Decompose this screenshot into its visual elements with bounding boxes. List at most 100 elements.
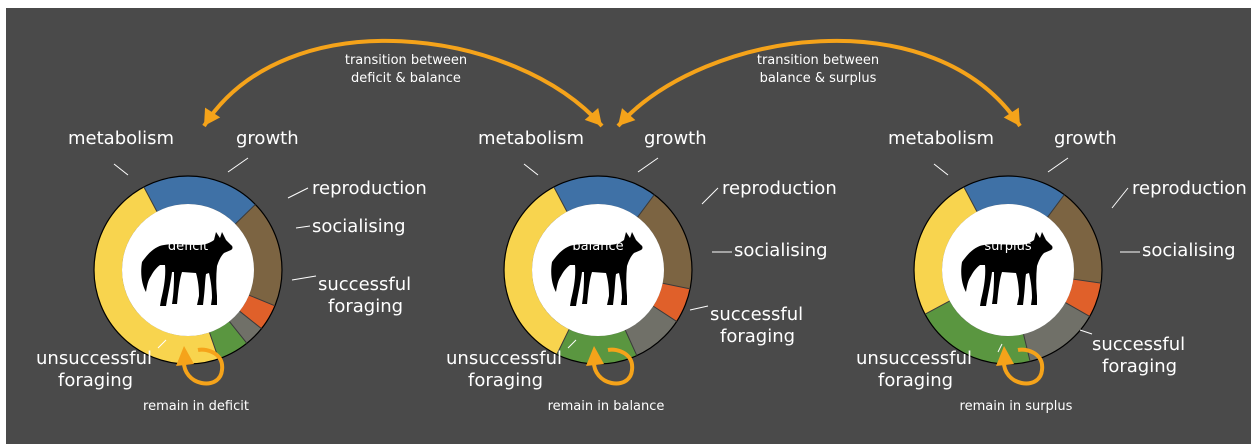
segment-divider bbox=[662, 282, 691, 290]
label-leader-line bbox=[113, 163, 129, 176]
label-leader-line bbox=[227, 157, 249, 173]
label-successful-foraging-1: successful bbox=[710, 304, 803, 325]
label-growth: growth bbox=[644, 128, 707, 149]
label-growth: growth bbox=[236, 128, 299, 149]
label-leader-line bbox=[689, 305, 709, 311]
arrowhead-icon bbox=[204, 107, 221, 126]
label-socialising: socialising bbox=[1142, 240, 1236, 261]
segment-divider bbox=[637, 194, 655, 218]
label-unsuccessful-foraging-1: unsuccessful bbox=[446, 348, 562, 369]
segment-divider bbox=[239, 310, 262, 330]
remain-loop-arrow bbox=[591, 347, 635, 386]
segment-divider bbox=[1073, 278, 1102, 284]
label-leader-line bbox=[523, 163, 539, 176]
state-label: surplus bbox=[984, 239, 1031, 254]
segment-reproduction bbox=[239, 294, 275, 329]
label-leader-line bbox=[295, 225, 311, 229]
label-leader-line bbox=[1047, 157, 1069, 173]
label-leader-line bbox=[701, 187, 719, 205]
segment-reproduction bbox=[652, 282, 691, 322]
segment-divider bbox=[963, 186, 978, 212]
segment-metabolism bbox=[143, 176, 256, 225]
segment-divider bbox=[924, 300, 950, 315]
transition-label-line1: transition between bbox=[345, 53, 467, 68]
transition-label-line2: deficit & balance bbox=[351, 71, 461, 86]
segment-divider bbox=[234, 204, 256, 225]
segment-socialising bbox=[229, 310, 262, 344]
segment-growth bbox=[637, 194, 692, 289]
arrowhead-icon bbox=[618, 108, 636, 126]
segment-unsuccessful-foraging bbox=[914, 187, 978, 315]
segment-growth bbox=[1047, 194, 1102, 284]
segment-divider bbox=[1023, 334, 1031, 362]
remain-label: remain in balance bbox=[548, 399, 665, 414]
label-successful-foraging-2: foraging bbox=[1102, 356, 1177, 377]
label-leader-line bbox=[291, 275, 317, 281]
state-label: deficit bbox=[168, 239, 208, 254]
segment-unsuccessful-foraging bbox=[504, 187, 570, 355]
segment-metabolism bbox=[553, 176, 655, 218]
label-unsuccessful-foraging-2: foraging bbox=[58, 370, 133, 391]
remain-loop-arrow bbox=[181, 347, 225, 386]
arrowhead-icon bbox=[586, 346, 604, 366]
label-metabolism: metabolism bbox=[478, 128, 584, 149]
segment-unsuccessful-foraging bbox=[94, 187, 219, 364]
segment-growth bbox=[234, 204, 282, 306]
segment-divider bbox=[624, 329, 638, 356]
segment-divider bbox=[1065, 302, 1090, 317]
label-leader-line bbox=[157, 339, 167, 349]
segment-socialising bbox=[1022, 302, 1090, 362]
label-leader-line bbox=[933, 163, 949, 176]
segment-successful-foraging bbox=[556, 329, 637, 364]
label-leader-line bbox=[997, 343, 1003, 353]
donut-balance: balance metabolism growth reproduction socia… bbox=[446, 128, 837, 414]
segment-reproduction bbox=[1065, 278, 1102, 317]
segment-divider bbox=[553, 186, 568, 212]
segment-divider bbox=[143, 186, 158, 212]
segment-successful-foraging bbox=[925, 300, 1031, 364]
arrowhead-icon bbox=[176, 346, 194, 366]
segment-divider bbox=[652, 305, 677, 322]
transition-arrow-2: transition between balance & surplus bbox=[616, 38, 1022, 128]
label-reproduction: reproduction bbox=[1132, 178, 1247, 199]
arrowhead-icon bbox=[1003, 107, 1020, 126]
remain-loop-arrow bbox=[1001, 347, 1045, 386]
remain-label: remain in surplus bbox=[960, 399, 1073, 414]
label-leader-line bbox=[287, 187, 309, 199]
segment-divider bbox=[228, 321, 248, 344]
label-successful-foraging-1: successful bbox=[1092, 334, 1185, 355]
state-label: balance bbox=[572, 239, 623, 254]
label-successful-foraging-2: foraging bbox=[720, 326, 795, 347]
transition-curve bbox=[202, 38, 604, 128]
label-leader-line bbox=[1111, 187, 1129, 209]
arrowhead-icon bbox=[584, 108, 602, 126]
label-unsuccessful-foraging-1: unsuccessful bbox=[856, 348, 972, 369]
label-growth: growth bbox=[1054, 128, 1117, 149]
label-leader-line bbox=[1079, 329, 1093, 335]
label-unsuccessful-foraging-1: unsuccessful bbox=[36, 348, 152, 369]
segment-divider bbox=[556, 329, 570, 355]
donut-surplus: surplus metabolism growth reproduction socia… bbox=[856, 128, 1247, 414]
label-unsuccessful-foraging-2: foraging bbox=[878, 370, 953, 391]
label-socialising: socialising bbox=[734, 240, 828, 261]
segment-divider bbox=[1047, 194, 1065, 218]
label-successful-foraging-2: foraging bbox=[328, 296, 403, 317]
segment-metabolism bbox=[963, 176, 1065, 218]
label-successful-foraging-1: successful bbox=[318, 274, 411, 295]
segment-successful-foraging bbox=[208, 321, 247, 359]
label-socialising: socialising bbox=[312, 216, 406, 237]
arrowhead-icon bbox=[996, 346, 1014, 366]
transition-label-line2: balance & surplus bbox=[760, 71, 877, 86]
transition-arrow-1: transition between deficit & balance bbox=[202, 38, 604, 128]
label-reproduction: reproduction bbox=[722, 178, 837, 199]
remain-label: remain in deficit bbox=[143, 399, 249, 414]
label-unsuccessful-foraging-2: foraging bbox=[468, 370, 543, 391]
label-metabolism: metabolism bbox=[68, 128, 174, 149]
label-metabolism: metabolism bbox=[888, 128, 994, 149]
transition-label-line1: transition between bbox=[757, 53, 879, 68]
segment-divider bbox=[248, 294, 276, 307]
transition-curve bbox=[616, 38, 1022, 128]
